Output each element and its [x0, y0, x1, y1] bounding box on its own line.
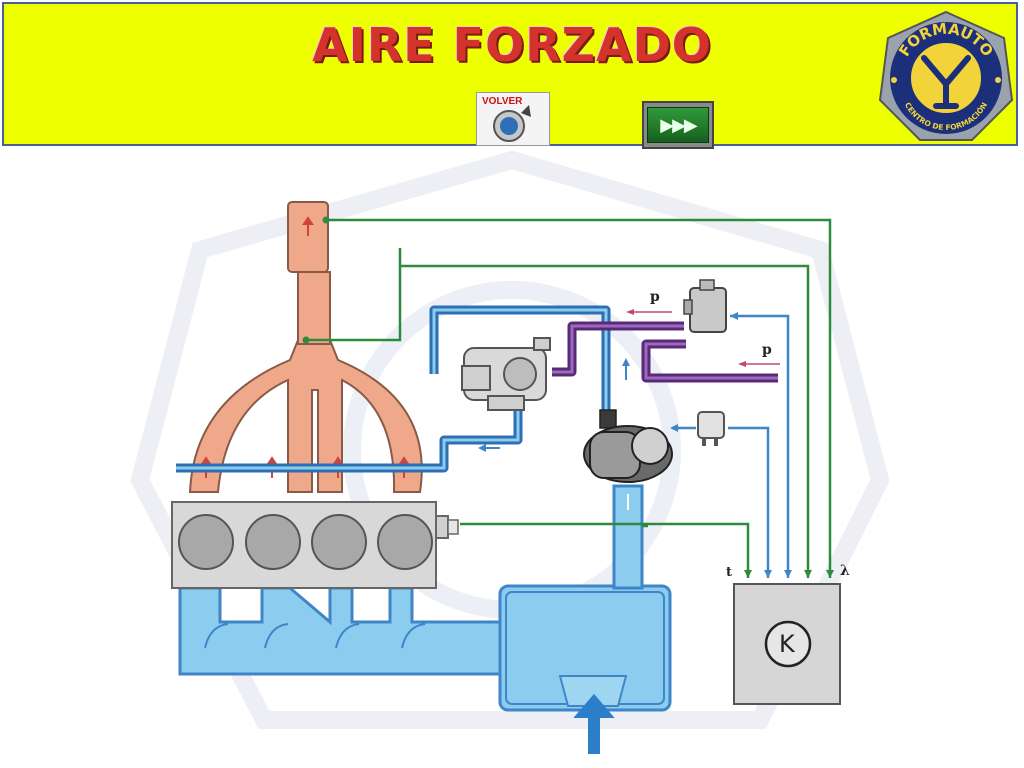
page-title: AIRE FORZADO — [312, 18, 712, 72]
pressure-label-mid: p — [762, 342, 772, 358]
engine-block — [171, 501, 459, 589]
inlet-arrow-icon — [573, 693, 615, 754]
ecu-input-temp-label: t — [726, 565, 733, 580]
secondary-air-pump — [583, 409, 673, 483]
combination-valve — [461, 337, 551, 411]
exhaust-manifold — [188, 201, 423, 493]
ecu-symbol-circle — [764, 620, 812, 668]
pressure-label-top: p — [650, 289, 660, 305]
back-arrow-icon — [493, 105, 531, 142]
sensor-wires — [306, 218, 832, 578]
next-button[interactable]: ▶▶▶ — [642, 101, 714, 149]
next-arrows-icon: ▶▶▶ — [647, 107, 709, 143]
vacuum-lines — [552, 321, 778, 383]
intake-flow-arrows — [204, 623, 426, 649]
relay — [697, 411, 725, 446]
ecu-symbol-label: K — [779, 630, 795, 658]
intake-manifold — [178, 484, 672, 712]
header-bar: AIRE FORZADO VOLVER ▶▶▶ FORMAUTO CENTRO … — [2, 2, 1018, 149]
back-button-label: VOLVER — [482, 96, 523, 107]
formauto-logo: FORMAUTO CENTRO DE FORMACIÓN — [878, 10, 1014, 141]
solenoid-valve — [683, 279, 727, 333]
ecu-input-lambda-label: λ — [840, 563, 850, 579]
air-filter-inlet — [558, 675, 628, 707]
back-button[interactable]: VOLVER — [476, 92, 550, 146]
